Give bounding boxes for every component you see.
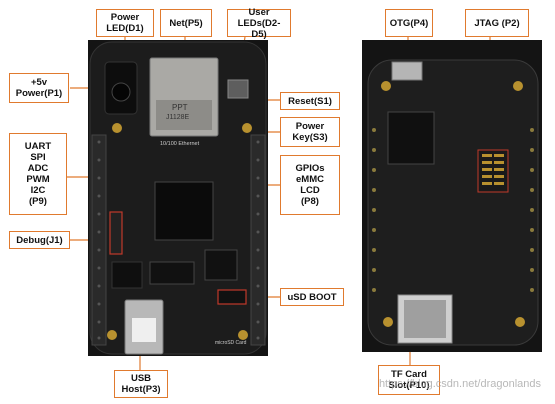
label-line: +5v bbox=[30, 77, 48, 88]
label-line: User bbox=[248, 6, 270, 18]
mount-hole bbox=[112, 123, 122, 133]
mount-hole bbox=[515, 317, 525, 327]
label-line: USB bbox=[130, 373, 152, 384]
mount-hole bbox=[107, 330, 117, 340]
label-line: PWM bbox=[26, 174, 50, 185]
pcb-bottom bbox=[367, 59, 539, 346]
watermark: https://blog.csdn.net/dragonlands bbox=[378, 378, 541, 390]
label-line: Key(S3) bbox=[292, 132, 328, 143]
user-leds bbox=[227, 79, 249, 99]
label-p9-group: UART SPI ADC PWM I2C (P9) bbox=[9, 133, 67, 215]
emmc-chip bbox=[111, 261, 143, 289]
header-p8 bbox=[250, 134, 266, 346]
label-otg: OTG(P4) bbox=[385, 9, 433, 37]
label-line: GPIOs bbox=[295, 163, 325, 174]
label-user-leds: User LEDs(D2-D5) bbox=[227, 6, 291, 40]
mount-hole bbox=[238, 330, 248, 340]
debug-header bbox=[109, 211, 123, 255]
label-debug: Debug(J1) bbox=[9, 231, 70, 249]
usd-boot-button bbox=[217, 289, 247, 305]
ram-chip bbox=[149, 261, 195, 285]
label-line: Power(P1) bbox=[15, 88, 63, 99]
label-line: SPI bbox=[30, 152, 46, 163]
label-line: eMMC bbox=[296, 174, 324, 185]
label-line: TF Card bbox=[391, 369, 427, 380]
label-line: I2C bbox=[30, 185, 46, 196]
label-jtag: JTAG (P2) bbox=[465, 9, 529, 37]
label-line: UART bbox=[24, 141, 52, 152]
label-line: (P9) bbox=[29, 196, 47, 207]
processor-bottom bbox=[387, 111, 435, 165]
cpu-chip bbox=[154, 181, 214, 241]
mount-hole bbox=[513, 81, 523, 91]
mount-hole bbox=[383, 317, 393, 327]
label-line: (P8) bbox=[301, 196, 319, 207]
header-p9 bbox=[91, 134, 107, 346]
label-line: LED(D1) bbox=[106, 23, 144, 34]
jack-text: PPT bbox=[172, 103, 188, 112]
label-power-5v: +5v Power(P1) bbox=[9, 73, 69, 103]
label-line: Debug(J1) bbox=[16, 234, 63, 246]
label-line: OTG(P4) bbox=[389, 17, 429, 29]
label-usb-host: USB Host(P3) bbox=[114, 370, 168, 398]
label-line: Net(P5) bbox=[169, 17, 203, 29]
ethernet-label: 10/100 Ethernet bbox=[160, 141, 200, 147]
label-line: Power bbox=[110, 12, 140, 23]
label-line: Power bbox=[295, 121, 325, 132]
label-line: Slot(P10) bbox=[388, 380, 430, 391]
label-power-key: Power Key(S3) bbox=[280, 117, 340, 147]
mount-hole bbox=[381, 81, 391, 91]
label-line: JTAG (P2) bbox=[474, 17, 520, 29]
label-line: Reset(S1) bbox=[288, 95, 332, 107]
pmic-chip bbox=[204, 249, 238, 281]
label-line: LCD bbox=[300, 185, 320, 196]
label-reset: Reset(S1) bbox=[280, 92, 340, 110]
label-line: Host(P3) bbox=[121, 384, 161, 395]
jack-code: J1128E bbox=[166, 114, 190, 121]
sd-card-label: microSD Card bbox=[215, 340, 247, 346]
label-line: ADC bbox=[27, 163, 49, 174]
mount-hole bbox=[242, 123, 252, 133]
label-net: Net(P5) bbox=[160, 9, 212, 37]
label-usd-boot: uSD BOOT bbox=[280, 288, 344, 306]
otg-port bbox=[391, 61, 423, 81]
label-line: LEDs(D2-D5) bbox=[237, 17, 281, 40]
label-power-led: Power LED(D1) bbox=[96, 9, 154, 37]
label-tf-card: TF Card Slot(P10) bbox=[378, 365, 440, 395]
label-p8-group: GPIOs eMMC LCD (P8) bbox=[280, 155, 340, 215]
label-line: uSD BOOT bbox=[287, 291, 337, 303]
